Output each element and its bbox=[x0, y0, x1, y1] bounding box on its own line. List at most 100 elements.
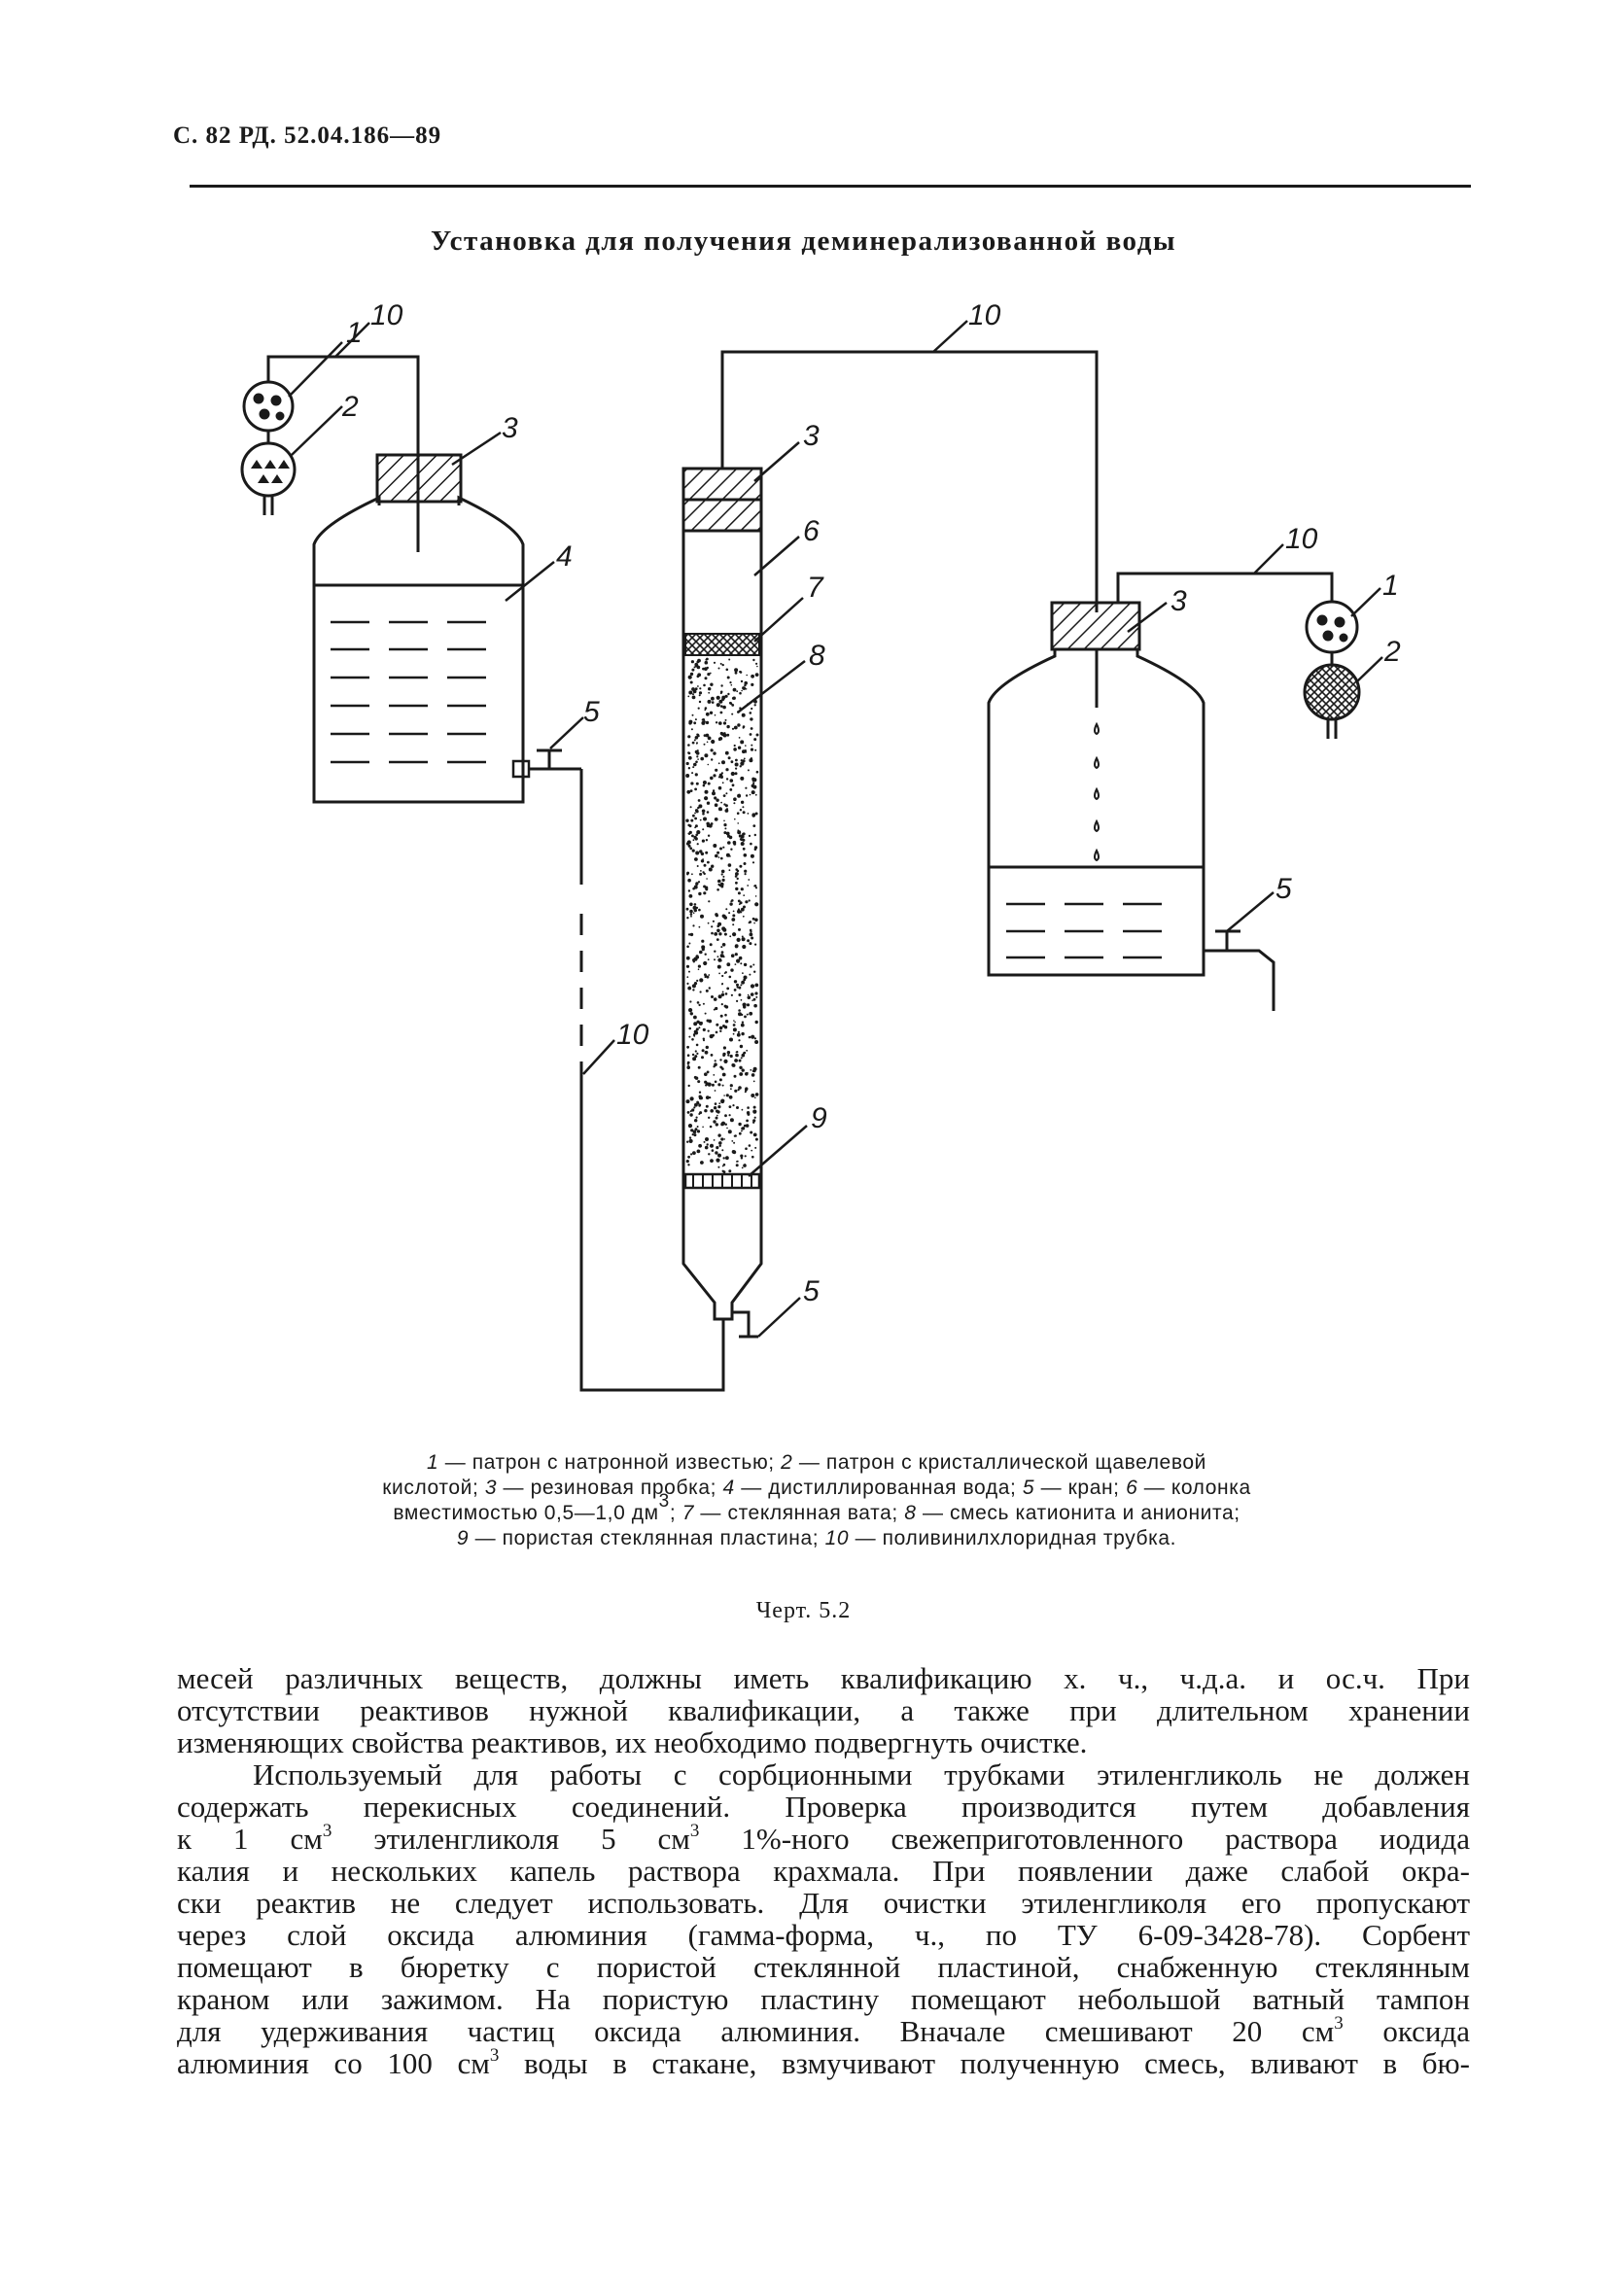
resin-speck bbox=[699, 850, 703, 853]
resin-speck bbox=[685, 774, 690, 778]
resin-speck bbox=[704, 1145, 709, 1150]
resin-speck bbox=[694, 812, 696, 815]
resin-speck bbox=[734, 668, 739, 673]
resin-speck bbox=[749, 973, 751, 976]
resin-speck bbox=[737, 908, 741, 911]
resin-speck bbox=[733, 748, 737, 751]
resin-speck bbox=[716, 1114, 718, 1117]
resin-speck bbox=[721, 943, 726, 947]
resin-speck bbox=[737, 1030, 741, 1033]
resin-speck bbox=[694, 773, 698, 777]
resin-speck bbox=[720, 1137, 724, 1141]
resin-speck bbox=[713, 751, 716, 755]
resin-speck bbox=[754, 1020, 758, 1025]
callout-stopper-left: 3 bbox=[502, 412, 518, 444]
resin-speck bbox=[740, 740, 745, 745]
resin-speck bbox=[729, 1037, 733, 1042]
callout-tap-right: 5 bbox=[1275, 873, 1292, 905]
resin-speck bbox=[733, 980, 738, 984]
resin-speck bbox=[695, 1027, 699, 1031]
body-text-run: изменяющих свойства реактивов, их необхо… bbox=[177, 1725, 1088, 1759]
resin-speck bbox=[717, 994, 722, 999]
resin-speck bbox=[691, 1133, 694, 1136]
resin-speck bbox=[721, 926, 726, 931]
resin-speck bbox=[692, 912, 695, 914]
resin-speck bbox=[694, 837, 698, 841]
resin-speck bbox=[711, 739, 716, 745]
resin-speck bbox=[706, 1143, 709, 1146]
resin-speck bbox=[723, 1059, 728, 1063]
resin-speck bbox=[709, 672, 712, 675]
resin-speck bbox=[700, 914, 704, 919]
resin-speck bbox=[696, 1126, 699, 1128]
resin-speck bbox=[697, 964, 702, 968]
resin-speck bbox=[722, 794, 726, 797]
resin-speck bbox=[706, 811, 710, 814]
resin-speck bbox=[751, 861, 755, 864]
resin-speck bbox=[723, 803, 726, 806]
resin-speck bbox=[689, 1110, 692, 1113]
resin-speck bbox=[724, 1020, 729, 1024]
resin-speck bbox=[687, 889, 691, 892]
resin-speck bbox=[712, 791, 716, 796]
resin-speck bbox=[694, 662, 698, 667]
resin-speck bbox=[736, 1160, 739, 1163]
resin-speck bbox=[720, 1003, 723, 1006]
resin-speck bbox=[704, 660, 709, 665]
resin-speck bbox=[718, 972, 720, 975]
resin-speck bbox=[693, 762, 697, 767]
resin-speck bbox=[739, 671, 743, 674]
resin-speck bbox=[713, 1008, 716, 1011]
resin-speck bbox=[745, 794, 749, 797]
resin-speck bbox=[750, 717, 753, 721]
resin-speck bbox=[696, 1100, 699, 1104]
resin-speck bbox=[714, 1080, 717, 1084]
resin-speck bbox=[694, 885, 696, 887]
resin-speck bbox=[686, 1065, 690, 1069]
resin-speck bbox=[753, 833, 756, 837]
resin-speck bbox=[702, 667, 705, 671]
resin-speck bbox=[745, 900, 749, 904]
resin-speck bbox=[714, 803, 718, 807]
legend-number: 4 bbox=[722, 1477, 735, 1499]
resin-speck bbox=[751, 707, 753, 711]
resin-speck bbox=[685, 761, 689, 766]
resin-speck bbox=[751, 790, 755, 795]
resin-speck bbox=[694, 809, 699, 813]
body-text-run: ски реактив не следует использовать. Для… bbox=[177, 1886, 1470, 1920]
resin-speck bbox=[738, 993, 742, 996]
column-tap bbox=[732, 1310, 751, 1337]
resin-speck bbox=[743, 757, 746, 760]
resin-speck bbox=[686, 840, 691, 845]
resin-speck bbox=[714, 932, 718, 936]
resin-speck bbox=[736, 1032, 741, 1037]
resin-speck bbox=[698, 891, 702, 896]
resin-speck bbox=[724, 1114, 727, 1118]
resin-speck bbox=[691, 1038, 694, 1041]
resin-speck bbox=[692, 1057, 697, 1061]
resin-speck bbox=[750, 1068, 752, 1071]
page-header: С. 82 РД. 52.04.186—89 bbox=[173, 122, 442, 149]
resin-speck bbox=[745, 786, 748, 789]
resin-speck bbox=[744, 869, 748, 873]
resin-speck bbox=[716, 928, 720, 933]
resin-speck bbox=[715, 1116, 718, 1120]
resin-speck bbox=[731, 783, 735, 787]
resin-speck bbox=[695, 851, 700, 855]
resin-speck bbox=[751, 1155, 754, 1159]
resin-speck bbox=[740, 761, 745, 766]
resin-speck bbox=[701, 839, 706, 843]
legend-text: вместимостью 0,5—1,0 дм bbox=[393, 1502, 659, 1524]
resin-speck bbox=[721, 983, 723, 986]
resin-speck bbox=[707, 922, 710, 924]
resin-speck bbox=[746, 1013, 749, 1016]
resin-speck bbox=[692, 924, 695, 927]
resin-speck bbox=[688, 721, 692, 725]
resin-speck bbox=[698, 1026, 701, 1029]
left-tap bbox=[511, 759, 531, 779]
resin-speck bbox=[719, 1065, 722, 1069]
resin-speck bbox=[719, 1014, 723, 1018]
resin-speck bbox=[754, 1137, 758, 1141]
resin-speck bbox=[724, 992, 728, 995]
resin-speck bbox=[749, 793, 751, 796]
